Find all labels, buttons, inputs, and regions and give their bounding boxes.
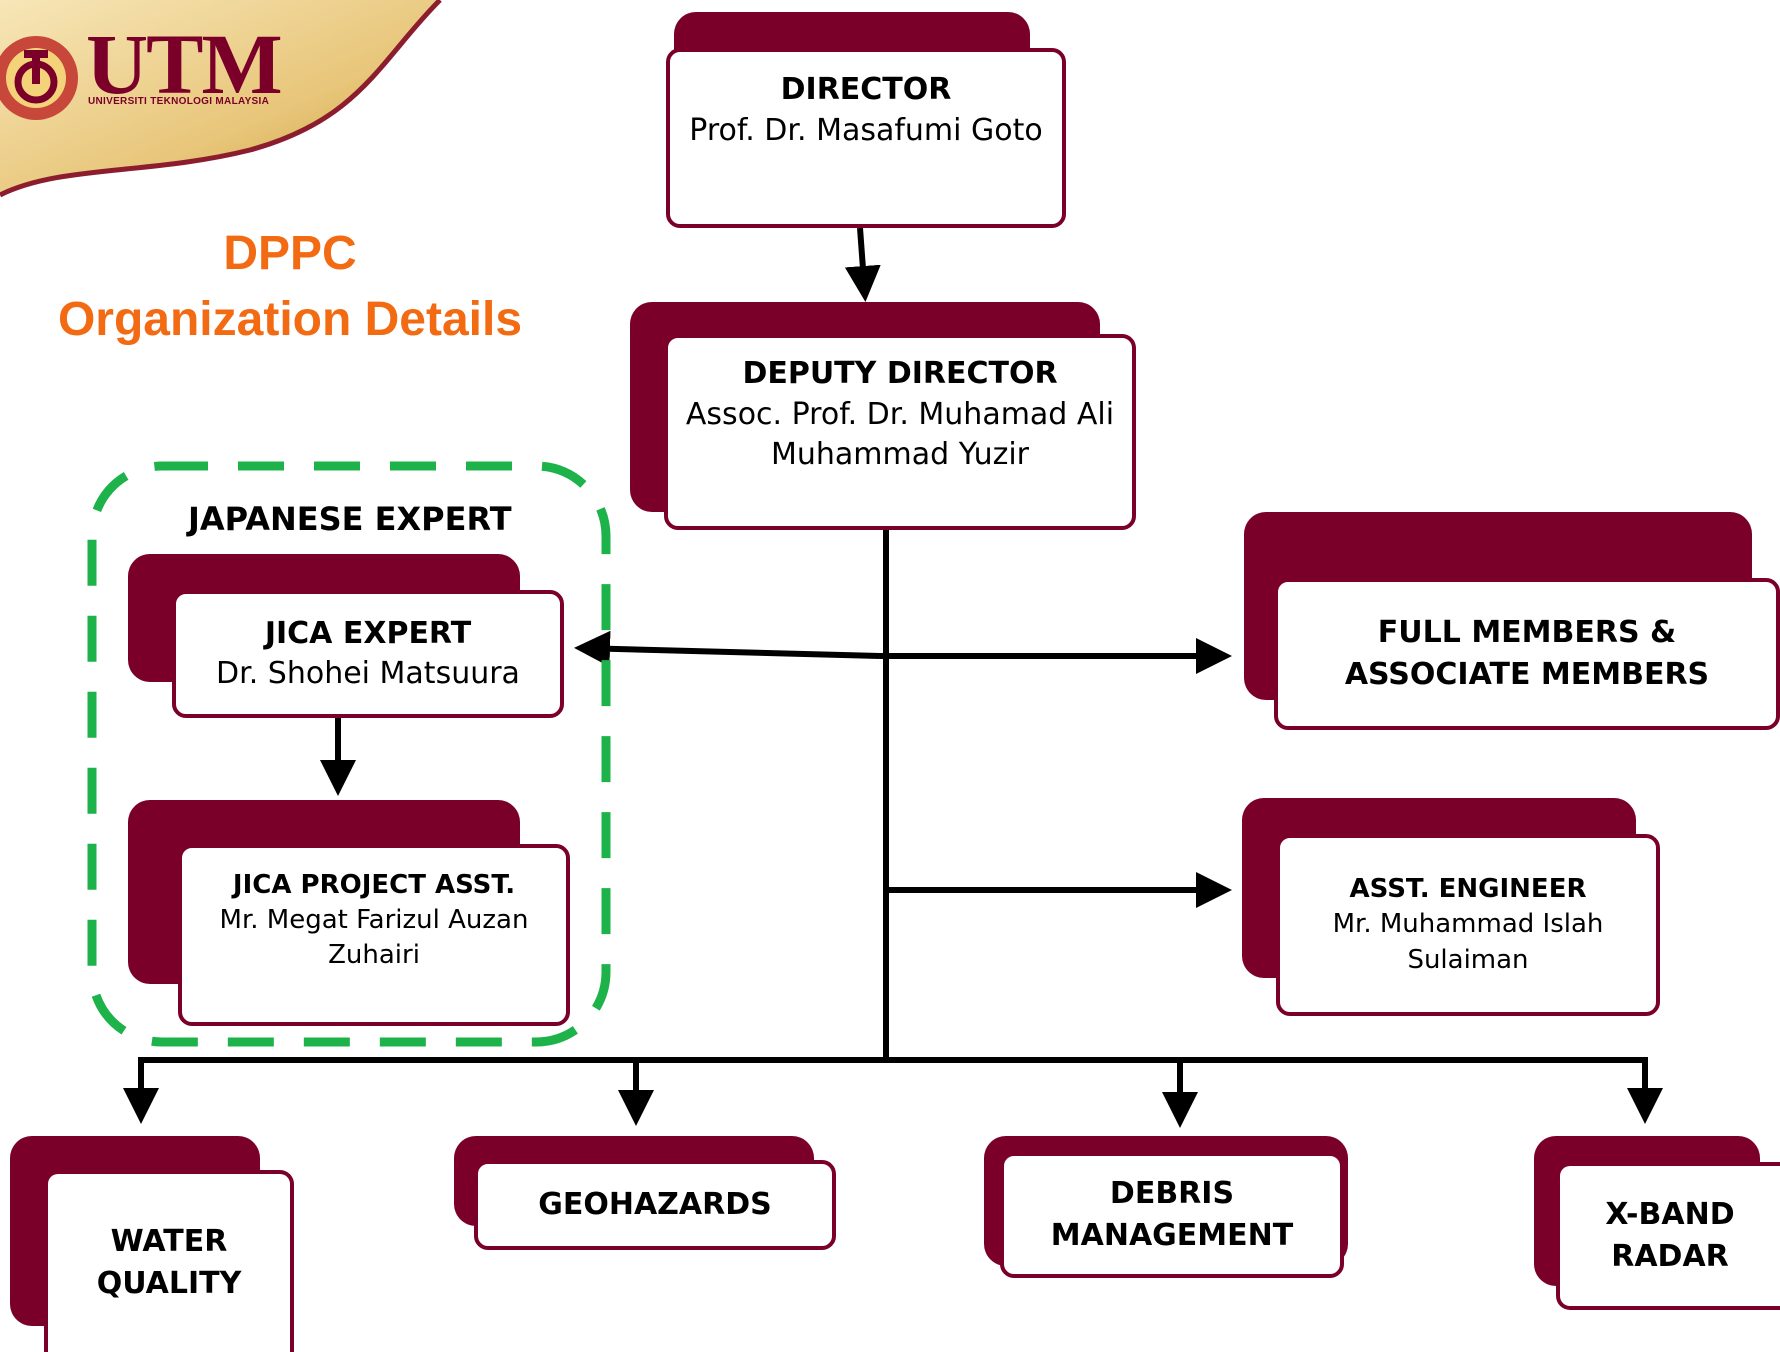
geohazards-box: GEOHAZARDS	[474, 1160, 836, 1250]
full-members-box: FULL MEMBERS & ASSOCIATE MEMBERS	[1274, 578, 1780, 730]
geohazards-label: GEOHAZARDS	[538, 1187, 772, 1222]
utm-seal-icon	[0, 36, 78, 120]
page-title-line2: Organization Details	[57, 293, 523, 346]
director-name: Prof. Dr. Masafumi Goto	[689, 112, 1043, 148]
water-quality-line2: QUALITY	[96, 1266, 242, 1301]
jica-asst-name-line2: Zuhairi	[328, 940, 420, 971]
xband-radar-box: X-BAND RADAR	[1556, 1162, 1780, 1310]
jica-expert-title: JICA EXPERT	[264, 615, 472, 651]
deputy-director-box: DEPUTY DIRECTOR Assoc. Prof. Dr. Muhamad…	[664, 334, 1136, 530]
deputy-title: DEPUTY DIRECTOR	[742, 356, 1058, 391]
director-box: DIRECTOR Prof. Dr. Masafumi Goto	[666, 48, 1066, 228]
water-quality-box: WATER QUALITY	[44, 1170, 294, 1352]
debris-line2: MANAGEMENT	[1050, 1218, 1294, 1253]
japanese-expert-dashed-group	[87, 461, 611, 1047]
asst-engineer-box: ASST. ENGINEER Mr. Muhammad Islah Sulaim…	[1276, 834, 1660, 1016]
asst-engineer-title: ASST. ENGINEER	[1349, 874, 1587, 905]
logo-subtitle: UNIVERSITI TEKNOLOGI MALAYSIA	[88, 96, 270, 107]
xband-line1: X-BAND	[1605, 1197, 1735, 1232]
xband-line2: RADAR	[1611, 1239, 1729, 1274]
arrow-to-jica-expert	[574, 630, 881, 667]
deputy-name-line1: Assoc. Prof. Dr. Muhamad Ali	[685, 396, 1115, 432]
director-to-deputy-arrow	[844, 227, 881, 302]
full-members-line2: ASSOCIATE MEMBERS	[1344, 657, 1710, 692]
full-members-line1: FULL MEMBERS &	[1377, 615, 1677, 650]
deputy-name-line2: Muhammad Yuzir	[770, 437, 1030, 472]
jica-expert-box: JICA EXPERT Dr. Shohei Matsuura	[172, 590, 564, 718]
asst-engineer-name-line2: Sulaiman	[1407, 944, 1529, 975]
jica-project-asst-box: JICA PROJECT ASST. Mr. Megat Farizul Auz…	[178, 844, 570, 1026]
jica-expert-name: Dr. Shohei Matsuura	[216, 656, 520, 691]
jica-asst-title: JICA PROJECT ASST.	[232, 870, 516, 900]
logo-utm-text: UTM	[86, 16, 283, 112]
director-title: DIRECTOR	[780, 72, 952, 107]
debris-management-box: DEBRIS MANAGEMENT	[1000, 1152, 1344, 1278]
japanese-expert-label: JAPANESE EXPERT	[188, 500, 512, 538]
jica-asst-name-line1: Mr. Megat Farizul Auzan	[219, 905, 529, 936]
logo-banner	[0, 0, 442, 198]
water-quality-line1: WATER	[110, 1224, 228, 1259]
debris-line1: DEBRIS	[1109, 1176, 1235, 1211]
page-title-line1: DPPC	[223, 227, 357, 280]
asst-engineer-name-line1: Mr. Muhammad Islah	[1332, 909, 1604, 940]
